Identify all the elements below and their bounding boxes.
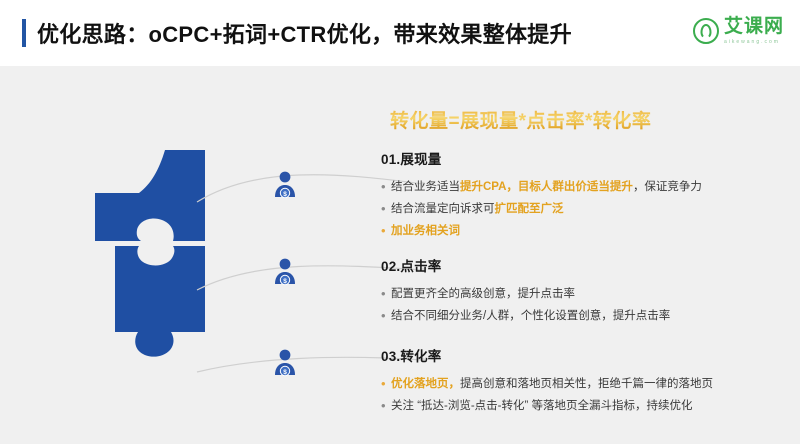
highlighted-text: 优化落地页， [391, 378, 460, 390]
plain-text: 结合业务适当 [391, 181, 460, 193]
section-01: 01.展现量 • 结合业务适当提升CPA，目标人群出价适当提升，保证竞争力 • 结合流… [381, 148, 791, 243]
bullet-text: 结合流量定向诉求可扩匹配至广泛 [391, 199, 791, 219]
brand-logo-text: 艾课网 aikewang.com [724, 17, 784, 45]
bullet-dot-icon: • [381, 286, 386, 301]
bullet-text: 加业务相关词 [391, 221, 791, 241]
bullet-text: 关注 “抵达-浏览-点击-转化” 等落地页全漏斗指标，持续优化 [391, 396, 791, 416]
puzzle-piece-top [95, 150, 205, 241]
brand-name: 艾课网 [723, 16, 784, 37]
bullet-text: 结合不同细分业务/人群，个性化设置创意，提升点击率 [391, 306, 791, 326]
circle-leaf-logo-icon [692, 18, 719, 44]
person-money-icon: $ [272, 257, 298, 287]
section-bullets: • 优化落地页，提高创意和落地页相关性，拒绝千篇一律的落地页 • 关注 “抵达-浏览-… [381, 374, 791, 416]
bullet-item: • 优化落地页，提高创意和落地页相关性，拒绝千篇一律的落地页 [381, 374, 791, 394]
section-title: 01.展现量 [381, 152, 442, 167]
bullet-text: 结合业务适当提升CPA，目标人群出价适当提升，保证竞争力 [391, 177, 791, 197]
plain-text: 配置更齐全的高级创意，提升点击率 [391, 288, 575, 300]
section-title: 02.点击率 [381, 259, 442, 274]
person-money-icon: $ [272, 348, 298, 378]
bullet-item: • 结合流量定向诉求可扩匹配至广泛 [381, 199, 791, 219]
bullet-item: • 配置更齐全的高级创意，提升点击率 [381, 284, 791, 304]
section-02: 02.点击率 • 配置更齐全的高级创意，提升点击率 • 结合不同细分业务/人群，个性化… [381, 255, 791, 328]
bullet-item: • 结合业务适当提升CPA，目标人群出价适当提升，保证竞争力 [381, 177, 791, 197]
brand-logo: 艾课网 aikewang.com [692, 14, 784, 48]
svg-text:$: $ [283, 278, 287, 285]
section-title: 03.转化率 [381, 349, 442, 364]
bullet-dot-icon: • [381, 179, 386, 194]
page-title-group: 优化思路：oCPC+拓词+CTR优化，带来效果整体提升 [22, 17, 572, 49]
bullet-item: • 关注 “抵达-浏览-点击-转化” 等落地页全漏斗指标，持续优化 [381, 396, 791, 416]
bullet-dot-icon: • [381, 398, 386, 413]
plain-text: 提高创意和落地页相关性，拒绝千篇一律的落地页 [460, 378, 713, 390]
plain-text: 关注 “抵达-浏览-点击-转化” 等落地页全漏斗指标，持续优化 [391, 400, 693, 412]
highlighted-text: 加业务相关词 [391, 225, 460, 237]
plain-text: ，保证竞争力 [632, 181, 702, 193]
puzzle-number-one-graphic [55, 148, 245, 378]
bullet-dot-icon: • [381, 308, 386, 323]
conversion-formula: 转化量=展现量*点击率*转化率 [390, 106, 651, 133]
svg-text:$: $ [283, 191, 287, 198]
bullet-text: 优化落地页，提高创意和落地页相关性，拒绝千篇一律的落地页 [391, 374, 791, 394]
highlighted-text: 提升CPA，目标人群出价适当提升 [460, 181, 633, 193]
section-03: 03.转化率 • 优化落地页，提高创意和落地页相关性，拒绝千篇一律的落地页 • 关注 … [381, 345, 791, 418]
page-title: 优化思路：oCPC+拓词+CTR优化，带来效果整体提升 [37, 22, 572, 47]
plain-text: 结合流量定向诉求可 [391, 203, 495, 215]
puzzle-piece-bottom [115, 246, 205, 357]
bullet-dot-icon: • [381, 201, 386, 216]
plain-text: 结合不同细分业务/人群，个性化设置创意，提升点击率 [391, 310, 671, 322]
svg-text:$: $ [283, 369, 287, 376]
brand-tagline: aikewang.com [723, 39, 780, 45]
bullet-dot-icon: • [381, 376, 386, 391]
person-money-icon: $ [272, 170, 298, 200]
title-accent-bar [22, 19, 26, 47]
section-bullets: • 配置更齐全的高级创意，提升点击率 • 结合不同细分业务/人群，个性化设置创意，提升… [381, 284, 791, 326]
bullet-item: • 加业务相关词 [381, 221, 791, 241]
bullet-item: • 结合不同细分业务/人群，个性化设置创意，提升点击率 [381, 306, 791, 326]
section-bullets: • 结合业务适当提升CPA，目标人群出价适当提升，保证竞争力 • 结合流量定向诉求可扩… [381, 177, 791, 241]
page-header: 优化思路：oCPC+拓词+CTR优化，带来效果整体提升 艾课网 aikewang… [0, 0, 800, 66]
bullet-text: 配置更齐全的高级创意，提升点击率 [391, 284, 791, 304]
bullet-dot-icon: • [381, 223, 386, 238]
highlighted-text: 扩匹配至广泛 [494, 203, 564, 215]
